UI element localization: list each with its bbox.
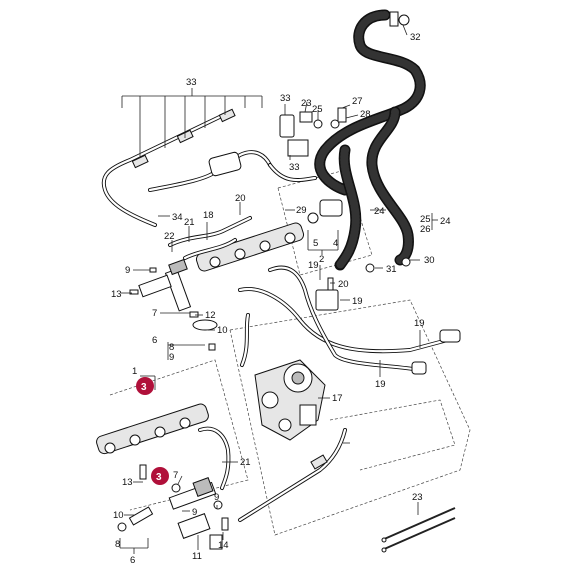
callout-12: 12 — [205, 310, 216, 321]
svg-text:3: 3 — [156, 472, 162, 483]
position-marker-2: 3 — [151, 467, 169, 485]
pipes-17-18 — [238, 265, 461, 375]
callout-9-b: 9 — [169, 352, 174, 363]
callout-5: 5 — [313, 238, 318, 249]
callout-33-left: 34 — [172, 212, 183, 223]
callout-33-top: 33 — [186, 77, 197, 88]
callout-20: 19 — [352, 296, 363, 307]
fuel-line-33 — [101, 108, 317, 227]
callout-15: 17 — [332, 393, 343, 404]
callout-32: 33 — [280, 93, 291, 104]
callout-19-b: 21 — [184, 217, 195, 228]
callout-7-b: 7 — [173, 470, 178, 481]
callout-16: 19 — [308, 260, 319, 271]
position-marker-1: 3 — [136, 377, 154, 395]
callout-7-a: 7 — [152, 308, 157, 319]
callout-30: 32 — [410, 32, 421, 43]
callout-4: 4 — [333, 238, 338, 249]
callout-31: 33 — [289, 162, 300, 173]
callout-28: 30 — [424, 255, 435, 266]
callout-19-c: 22 — [164, 231, 175, 242]
callout-19-d: 21 — [240, 457, 251, 468]
callout-10-a: 10 — [217, 325, 228, 336]
fuel-hose-large — [314, 9, 426, 271]
callout-22: 23 — [412, 492, 423, 503]
callout-2: 2 — [319, 254, 324, 265]
callout-17: 19 — [375, 379, 386, 390]
leader-lines — [119, 24, 438, 554]
callout-25-top: 25 — [312, 104, 323, 115]
callout-8-b: 8 — [115, 539, 120, 550]
callout-23-mid: 24 — [374, 206, 385, 217]
callout-6-a: 6 — [152, 335, 157, 346]
callout-9-d: 9 — [192, 507, 197, 518]
callout-9-c: 9 — [214, 492, 219, 503]
callout-14: 18 — [203, 210, 214, 221]
injector-lower — [128, 477, 217, 539]
fuel-rail-upper — [168, 216, 305, 272]
callout-24-top: 23 — [301, 98, 312, 109]
callout-24-right: 25 — [420, 214, 431, 225]
callout-6-b: 6 — [130, 555, 135, 566]
fuel-rail-lower — [96, 403, 231, 490]
injector-upper — [138, 258, 218, 331]
callout-1: 1 — [132, 366, 137, 377]
svg-text:3: 3 — [141, 382, 147, 393]
fuel-line-33-lower — [238, 428, 347, 522]
callout-27-top: 28 — [360, 109, 371, 120]
callout-25-right: 26 — [420, 224, 431, 235]
callout-27-mid: 29 — [296, 205, 307, 216]
callout-13-c: 14 — [218, 540, 229, 551]
callout-26: 27 — [352, 96, 363, 107]
callout-13-a: 13 — [111, 289, 122, 300]
callout-13-b: 13 — [122, 477, 133, 488]
callout-labels: 33 34 33 23 25 27 28 33 32 29 24 25 26 2… — [111, 32, 451, 566]
small-parts — [117, 11, 456, 553]
callout-18: 19 — [414, 318, 425, 329]
callout-19-a: 20 — [235, 193, 246, 204]
callout-21: 20 — [338, 279, 349, 290]
high-pressure-pump — [254, 359, 326, 441]
callout-8-a: 8 — [169, 342, 174, 353]
callout-10-b: 10 — [113, 510, 124, 521]
callout-23-right: 24 — [440, 216, 451, 227]
callout-11: 11 — [192, 551, 202, 562]
callout-29: 31 — [386, 264, 397, 275]
callout-9-a: 9 — [125, 265, 130, 276]
